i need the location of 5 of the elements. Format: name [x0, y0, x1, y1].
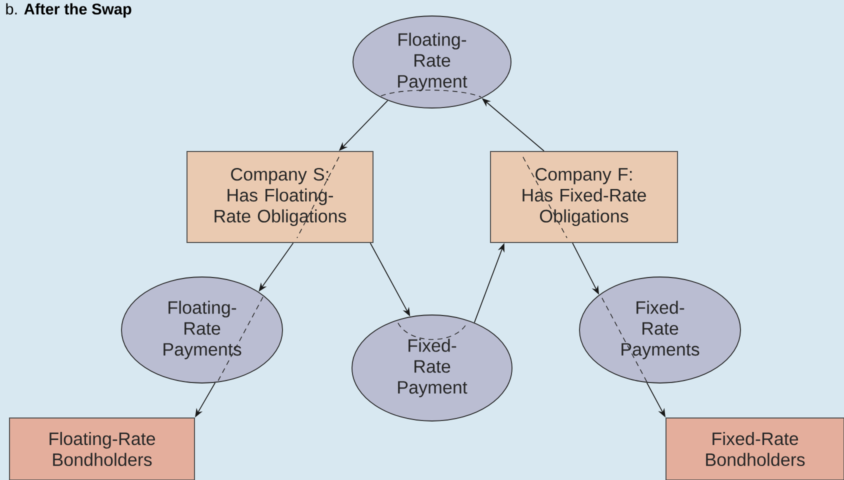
bondholder-box: Floating-Rate Bondholders	[9, 418, 195, 480]
title: b. After the Swap	[6, 3, 132, 18]
company-box: Company F: Has Fixed-Rate Obligations	[490, 151, 678, 243]
company-box: Company S: Has Floating-Rate Obligations	[186, 151, 374, 243]
bondholder-box: Fixed-Rate Bondholders	[666, 418, 844, 480]
